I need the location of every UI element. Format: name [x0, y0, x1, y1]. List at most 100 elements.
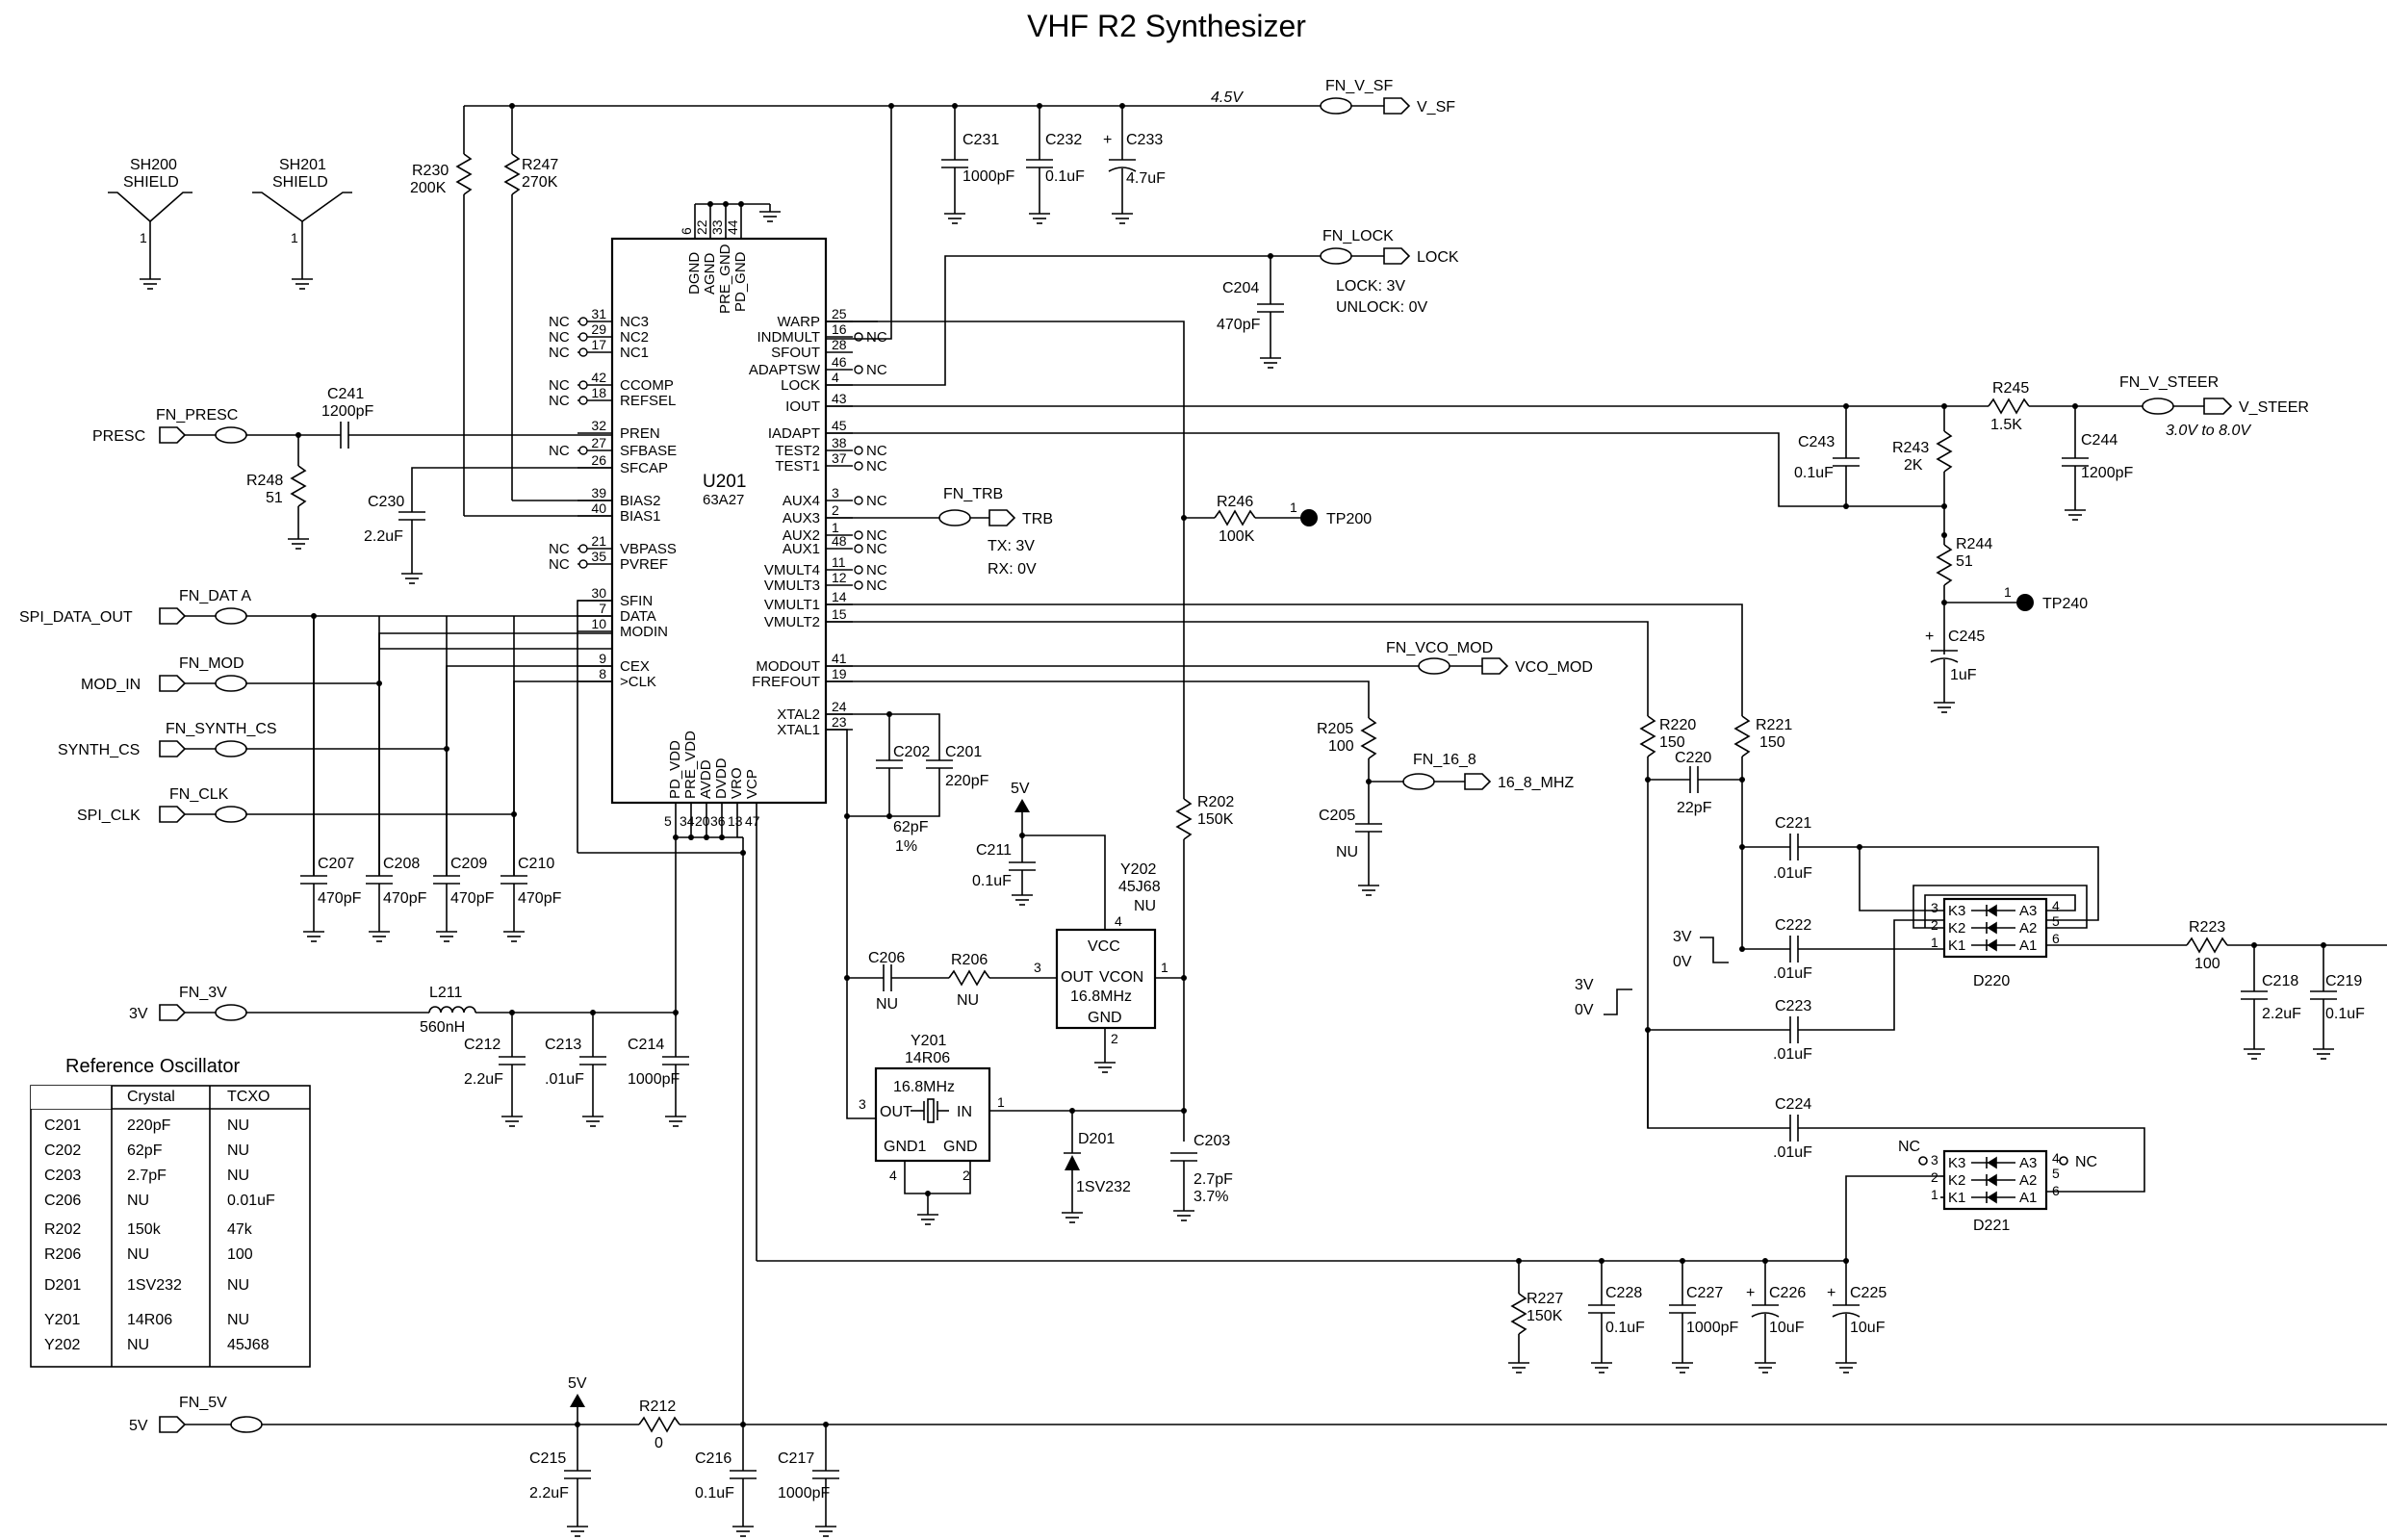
ic-left-pin-name: NC1 [620, 345, 649, 361]
ref-table-cell: NU [127, 1337, 149, 1353]
r202-val: 150K [1197, 811, 1234, 828]
net-presc: PRESC FN_PRESC C241 1200pF [92, 386, 612, 449]
r206-val: NU [957, 992, 979, 1009]
ic-right-pin-name: SFOUT [771, 345, 820, 361]
cap-val: 0.1uF [695, 1485, 734, 1502]
capacitor-c205: C205 NU [1319, 808, 1382, 896]
rail-4v5: 4.5V FN_V_SF V_SF [464, 78, 1455, 116]
ic-top-pin-22: 22 [694, 219, 709, 235]
cap-ref: C212 [464, 1037, 500, 1053]
fn-trb-label: FN_TRB [943, 486, 1003, 502]
r227-val: 150K [1527, 1308, 1563, 1324]
r220-val: 150 [1659, 734, 1685, 751]
ic-left-pin-name: PREN [620, 425, 660, 442]
ic-left-pin-num: 18 [591, 385, 606, 400]
r212-ref: R212 [639, 1399, 676, 1415]
y202-out: OUT [1061, 969, 1093, 986]
trb-label: TRB [1022, 511, 1053, 527]
r221-val: 150 [1759, 734, 1785, 751]
r230-ref: R230 [412, 163, 449, 179]
step1-0v: 0V [1673, 954, 1692, 970]
c244-ref: C244 [2081, 432, 2118, 449]
ic-right-pin-name: AUX2 [783, 527, 820, 544]
r245-val: 1.5K [1990, 417, 2022, 433]
y201-pin-3: 3 [859, 1096, 866, 1112]
c233-plus: + [1103, 132, 1112, 148]
d221-nc-left: NC [1898, 1139, 1920, 1155]
c223-ref: C223 [1775, 998, 1811, 1014]
step1-3v: 3V [1673, 929, 1692, 945]
net-vco-mod: FN_VCO_MOD VCO_MOD [826, 640, 1593, 676]
ic-right-pin-num: 48 [832, 533, 847, 549]
c232-val: 0.1uF [1045, 168, 1085, 185]
capacitor-c243: C243 0.1uF [1794, 406, 1860, 506]
ref-table-header-crystal: Crystal [127, 1089, 175, 1105]
c206-ref: C206 [868, 950, 905, 966]
ic-right-pin-name: AUX4 [783, 493, 820, 509]
l211-val: 560nH [420, 1019, 465, 1036]
y201-pin-1: 1 [997, 1094, 1005, 1110]
c221-val: .01uF [1773, 865, 1812, 882]
ic-right-pin-num: 38 [832, 435, 847, 450]
ic-top-name-dgnd: DGND [686, 252, 703, 295]
ic-top-ground: 6 22 33 44 [679, 201, 782, 239]
r227-ref: R227 [1527, 1291, 1563, 1307]
c201-ref: C201 [945, 744, 982, 760]
c241-val: 1200pF [321, 403, 373, 420]
capacitor-c206: C206 NU [847, 950, 949, 1013]
ic-left-pin-name: SFCAP [620, 460, 668, 476]
resistor-r247: R247 270K [503, 106, 558, 500]
d221-pin-5: 5 [2052, 1166, 2060, 1181]
mod-in-label: MOD_IN [81, 677, 141, 693]
c204-val: 470pF [1217, 317, 1261, 333]
net-spi-clk: SPI_CLK FN_CLK [77, 680, 612, 824]
capacitor-c233: + C233 4.7uF [1103, 103, 1166, 224]
ic-left-pin-num: 9 [599, 651, 606, 666]
c222-ref: C222 [1775, 917, 1811, 934]
capacitor-c204: C204 470pF [1217, 256, 1284, 369]
ref-table-cell: 100 [227, 1246, 253, 1263]
capacitor-c224: C224 .01uF [1647, 1030, 2145, 1193]
r245-ref: R245 [1992, 380, 2029, 397]
y201-pin-4: 4 [889, 1168, 897, 1183]
y201-out: OUT [880, 1104, 912, 1120]
ic-right-pin-name: MODOUT [756, 658, 820, 675]
ref-table-cell: 150k [127, 1221, 162, 1238]
wire-frefout [826, 680, 1370, 718]
ic-left-pin-name: BIAS2 [620, 493, 661, 509]
y201-freq: 16.8MHz [893, 1079, 955, 1095]
y201-val: 14R06 [905, 1050, 950, 1066]
ic-bottom-name-avdd: AVDD [698, 759, 714, 799]
cap-val: 10uF [1769, 1320, 1805, 1336]
ic-bottom-pin-34: 34 [680, 813, 695, 829]
ic-bottom-pin-20: 20 [695, 813, 710, 829]
ic-left-pin-nc: NC [549, 443, 570, 459]
c202-val: 62pF [893, 819, 929, 835]
ic-left-pin-name: VBPASS [620, 541, 677, 557]
c222-val: .01uF [1773, 965, 1812, 982]
resistor-r244: R244 51 [1936, 535, 1992, 654]
d221-a3: A3 [2019, 1155, 2037, 1171]
ic-left-pin-num: 31 [591, 306, 606, 321]
sh201-ref: SH201 [279, 157, 326, 173]
ic-right-pin-nc: NC [866, 443, 887, 459]
lock-label: LOCK [1417, 249, 1459, 266]
tp240-pin: 1 [2004, 584, 2012, 600]
d220-a3: A3 [2019, 903, 2037, 919]
ic-left-pin-num: 30 [591, 585, 606, 601]
net-synth-cs: SYNTH_CS FN_SYNTH_CS [58, 665, 612, 758]
fn-synth-cs-label: FN_SYNTH_CS [166, 721, 277, 737]
ic-right-pin-num: 14 [832, 589, 847, 604]
ic-right-pin-nc: NC [866, 541, 887, 557]
r248-ref: R248 [246, 473, 283, 489]
cap-val: 1000pF [628, 1071, 680, 1088]
ic-right-pin-nc: NC [866, 458, 887, 475]
crystal-y201: Y201 14R06 16.8MHz OUT IN GND1 GND 3 1 4… [855, 1033, 1187, 1225]
tp240-label: TP240 [2042, 596, 2088, 612]
wire-r202-top [826, 321, 1185, 799]
resistor-r246: 1 TP200 R246 100K [1181, 494, 1372, 545]
ic-right-pin-name: AUX1 [783, 541, 820, 557]
d220-pin-6: 6 [2052, 931, 2060, 946]
spi-clk-label: SPI_CLK [77, 808, 141, 824]
